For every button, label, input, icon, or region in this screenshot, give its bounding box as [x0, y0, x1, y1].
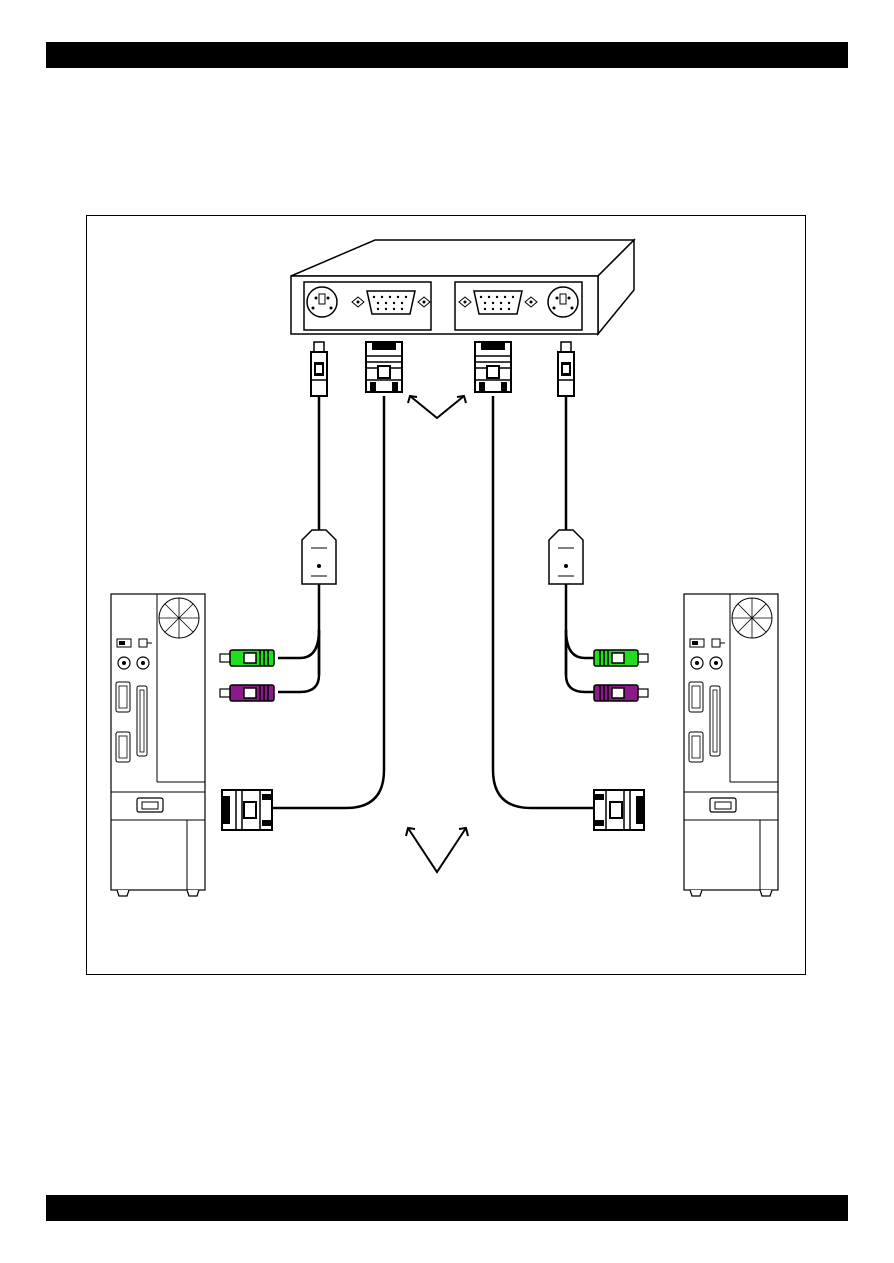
ps2-plug-left-top: [311, 342, 327, 396]
keyboard-plug-green-right: [594, 650, 648, 666]
vga-connector-right-pc: [594, 790, 644, 830]
cables: [272, 396, 594, 808]
arrow-top: [408, 396, 466, 418]
computer-tower-left: [111, 594, 205, 896]
keyboard-plug-green-left: [220, 650, 274, 666]
mouse-plug-purple-left: [220, 685, 274, 701]
computer-tower-right: [684, 594, 778, 896]
ps2-splitter-right: [549, 530, 583, 584]
arrow-bottom: [406, 828, 468, 872]
vga-connector-right-top: [475, 342, 511, 392]
kvm-switch: [291, 240, 634, 334]
ps2-splitter-left: [302, 530, 336, 584]
ps2-plug-right-top: [558, 342, 574, 396]
vga-connector-left-pc: [222, 790, 272, 830]
mouse-plug-purple-right: [594, 685, 648, 701]
vga-connector-left-top: [366, 342, 402, 392]
